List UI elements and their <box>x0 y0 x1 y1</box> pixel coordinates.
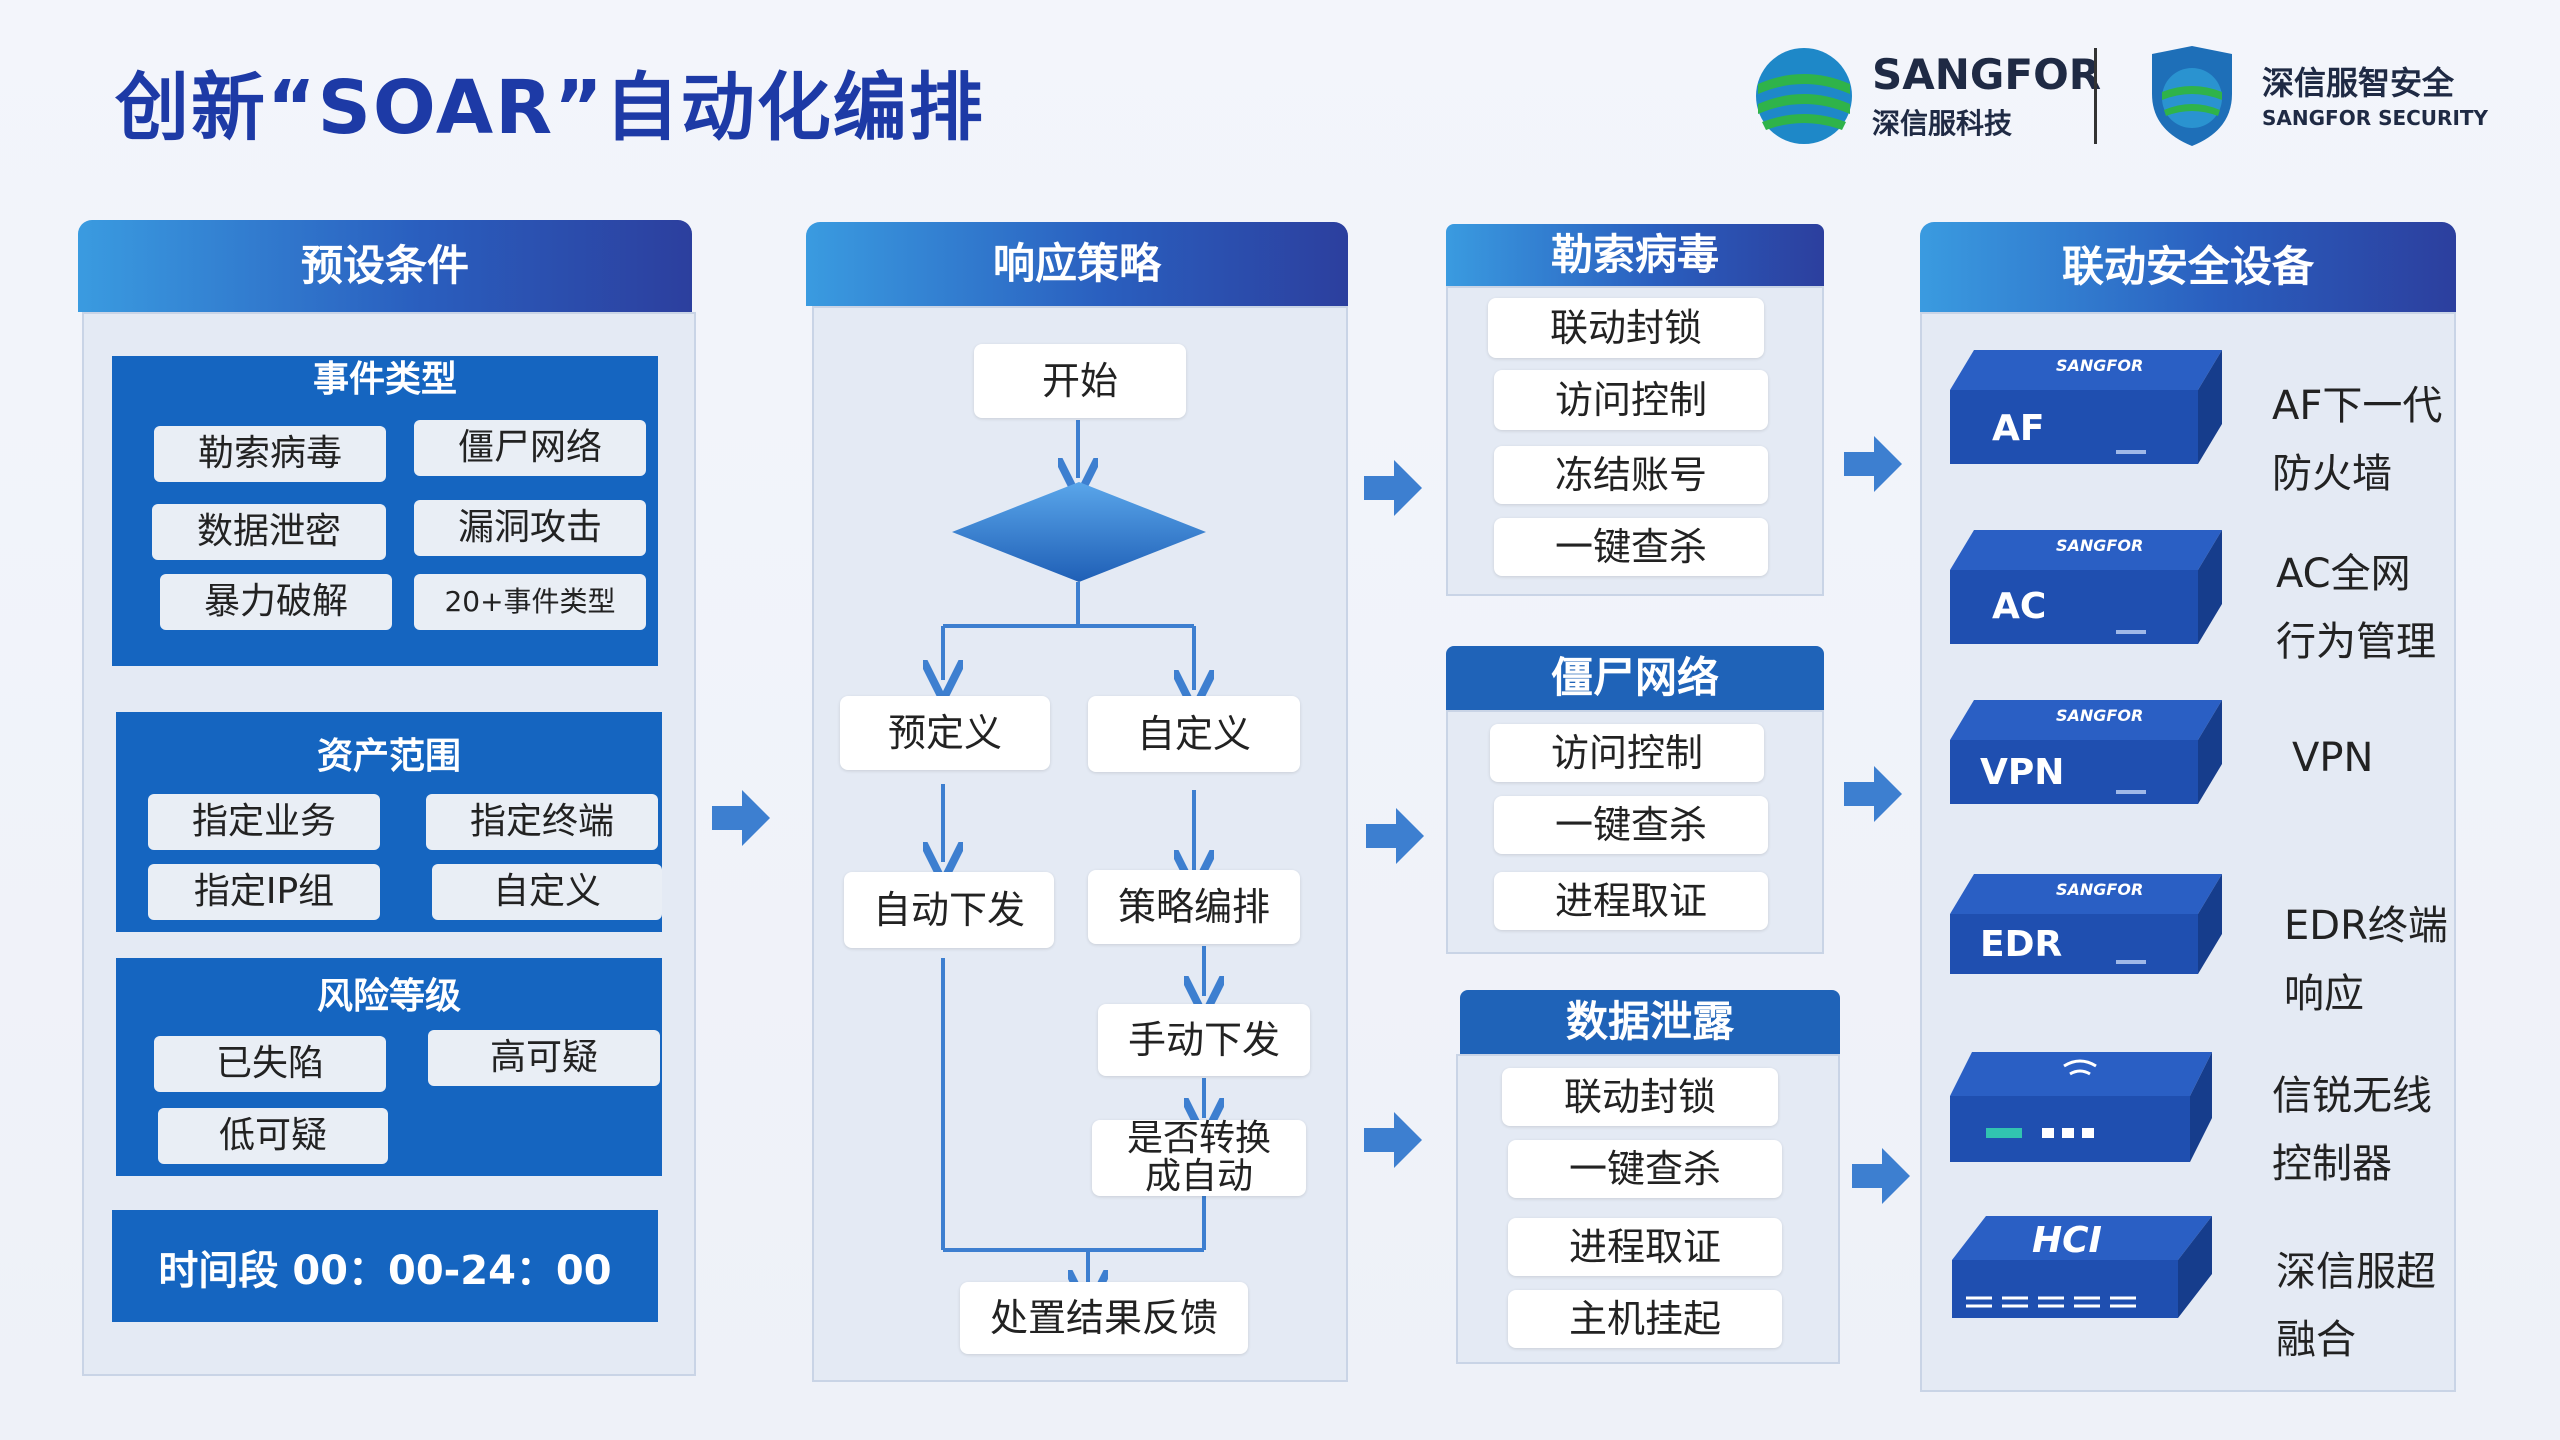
risk-level-title: 风险等级 <box>316 976 461 1017</box>
event-chip: 数据泄密 <box>152 504 386 560</box>
threat-action: 主机挂起 <box>1508 1290 1782 1348</box>
appliance-icon <box>1950 700 2222 804</box>
flow-convert-auto: 是否转换成自动 <box>1092 1120 1306 1196</box>
device-label: 防火墙 <box>2272 451 2392 497</box>
preset-header: 预设条件 <box>78 220 692 312</box>
device-tag: AF <box>1992 408 2045 449</box>
device-label: 行为管理 <box>2276 619 2436 665</box>
flow-orchestration: 策略编排 <box>1088 870 1300 944</box>
flow-feedback: 处置结果反馈 <box>960 1282 1248 1354</box>
device-tag: HCI <box>2032 1220 2102 1261</box>
appliance-icon <box>1950 350 2222 464</box>
security-en-text: SANGFOR SECURITY <box>2262 106 2489 130</box>
hci-server-icon <box>1952 1216 2212 1318</box>
asset-chip: 指定终端 <box>426 794 658 850</box>
asset-chip: 自定义 <box>432 864 662 920</box>
threat-action: 一键查杀 <box>1494 796 1768 854</box>
device-label: EDR终端 <box>2284 903 2448 949</box>
threat-action: 访问控制 <box>1490 724 1764 782</box>
device-brand: SANGFOR <box>2056 536 2144 555</box>
threat-action: 冻结账号 <box>1494 446 1768 504</box>
device-label: 控制器 <box>2272 1141 2392 1187</box>
threat-action: 一键查杀 <box>1508 1140 1782 1198</box>
flow-auto-dispatch: 自动下发 <box>844 872 1054 948</box>
appliance-icon <box>1950 530 2222 644</box>
threat-action: 联动封锁 <box>1488 298 1764 358</box>
security-cn-text: 深信服智安全 <box>2262 64 2455 102</box>
device-edr: SANGFOR EDR <box>1946 874 2222 992</box>
event-types-title: 事件类型 <box>312 359 457 400</box>
risk-chip: 低可疑 <box>158 1108 388 1164</box>
event-chip: 勒索病毒 <box>154 426 386 482</box>
device-tag: AC <box>1992 586 2047 627</box>
device-af: SANGFOR AF <box>1946 350 2222 468</box>
sangfor-security-logo: 深信服智安全 SANGFOR SECURITY <box>2144 44 2488 154</box>
threat-header-data-leak: 数据泄露 <box>1460 990 1840 1054</box>
event-chip: 20+事件类型 <box>414 574 646 630</box>
threat-action: 进程取证 <box>1494 872 1768 930</box>
threat-header-ransomware: 勒索病毒 <box>1446 224 1824 286</box>
sangfor-brand-text: SANGFOR <box>1872 50 2102 99</box>
time-range-bar: 时间段 00：00-24：00 <box>112 1210 658 1322</box>
threat-action: 访问控制 <box>1494 370 1768 430</box>
device-label: VPN <box>2292 735 2374 781</box>
risk-chip: 已失陷 <box>154 1036 386 1092</box>
wireless-controller-icon <box>1950 1052 2212 1162</box>
decision-diamond <box>952 482 1206 582</box>
flow-predefined: 预定义 <box>840 696 1050 770</box>
sangfor-cn-text: 深信服科技 <box>1872 107 2013 140</box>
device-tag: EDR <box>1980 924 2063 965</box>
device-tag: VPN <box>1980 752 2065 793</box>
device-ac: SANGFOR AC <box>1946 530 2222 648</box>
event-chip: 漏洞攻击 <box>414 500 646 556</box>
threat-action: 进程取证 <box>1508 1218 1782 1276</box>
logo-divider <box>2094 48 2097 144</box>
devices-header: 联动安全设备 <box>1920 222 2456 312</box>
device-label: 响应 <box>2284 971 2364 1017</box>
device-label: AC全网 <box>2276 551 2411 597</box>
flow-start: 开始 <box>974 344 1186 418</box>
page-title: 创新“SOAR”自动化编排 <box>115 65 985 151</box>
device-label: 深信服超 <box>2276 1249 2436 1295</box>
device-hci: HCI <box>1946 1216 2212 1328</box>
device-label: 信锐无线 <box>2272 1073 2432 1119</box>
device-brand: SANGFOR <box>2056 880 2144 899</box>
threat-header-botnet: 僵尸网络 <box>1446 646 1824 710</box>
event-chip: 暴力破解 <box>160 574 392 630</box>
flow-arrows <box>712 436 1910 1204</box>
risk-chip: 高可疑 <box>428 1030 660 1086</box>
device-vpn: SANGFOR VPN <box>1946 700 2222 818</box>
threat-action: 一键查杀 <box>1494 518 1768 576</box>
strategy-header: 响应策略 <box>806 222 1348 306</box>
shield-icon <box>2152 46 2232 146</box>
threat-action: 联动封锁 <box>1502 1068 1778 1126</box>
asset-scope-title: 资产范围 <box>316 736 461 777</box>
device-brand: SANGFOR <box>2056 356 2144 375</box>
device-brand: SANGFOR <box>2056 706 2144 725</box>
device-wireless-controller <box>1946 1052 2212 1164</box>
flow-manual-dispatch: 手动下发 <box>1098 1004 1310 1076</box>
appliance-icon <box>1950 874 2222 974</box>
sangfor-globe-icon <box>1756 48 1852 144</box>
devices-frame <box>1920 312 2456 1392</box>
asset-chip: 指定IP组 <box>148 864 380 920</box>
device-label: AF下一代 <box>2272 383 2443 429</box>
event-chip: 僵尸网络 <box>414 420 646 476</box>
asset-chip: 指定业务 <box>148 794 380 850</box>
flow-custom: 自定义 <box>1088 696 1300 772</box>
device-label: 融合 <box>2276 1317 2356 1363</box>
sangfor-logo: SANGFOR 深信服科技 <box>1752 44 2101 154</box>
